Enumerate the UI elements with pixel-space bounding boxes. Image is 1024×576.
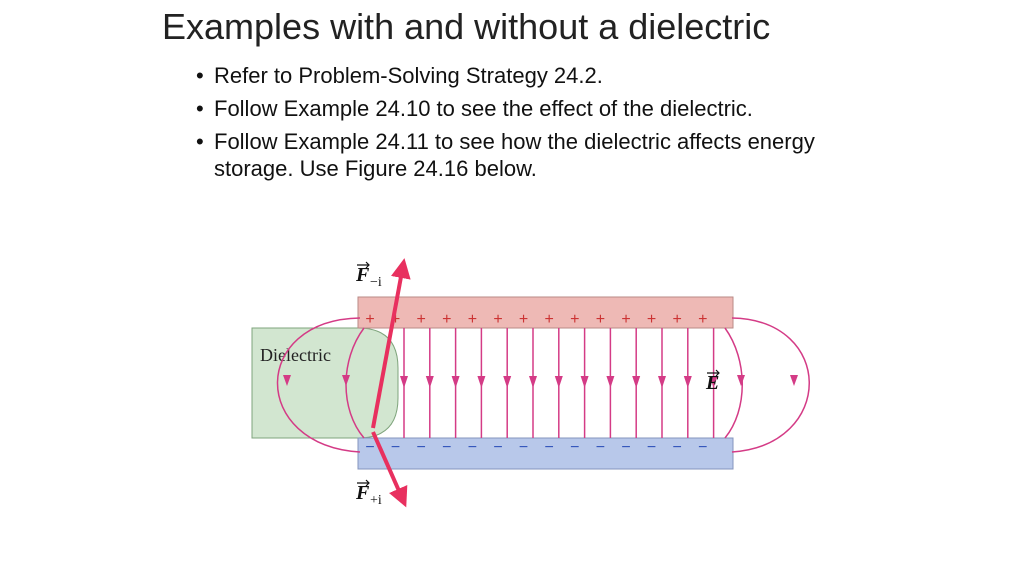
bullet-text: Follow Example 24.10 to see the effect o… bbox=[214, 96, 753, 121]
force-label-bottom: F +i bbox=[355, 479, 382, 508]
plus-charge: + bbox=[673, 311, 682, 328]
vector-arrow-icon bbox=[357, 261, 370, 269]
force-symbol-top: F bbox=[355, 264, 370, 286]
negative-charges: −−−−−−−−−−−−−− bbox=[365, 439, 707, 456]
minus-charge: − bbox=[468, 439, 477, 456]
field-symbol: E bbox=[705, 372, 719, 394]
plus-charge: + bbox=[698, 311, 707, 328]
fringe-field-right-inner bbox=[724, 327, 743, 439]
force-subscript-top: −i bbox=[370, 275, 382, 290]
minus-charge: − bbox=[596, 439, 605, 456]
force-arrow-bottom bbox=[371, 431, 408, 508]
field-arrow-head bbox=[400, 376, 408, 388]
field-arrow-head bbox=[658, 376, 666, 388]
minus-charge: − bbox=[698, 439, 707, 456]
vector-arrow-icon bbox=[707, 369, 720, 377]
fringe-field-right-outer bbox=[731, 317, 810, 453]
field-arrow-head bbox=[580, 376, 589, 388]
force-arrow-top bbox=[371, 258, 411, 429]
minus-charge: − bbox=[621, 439, 630, 456]
fringe-arrow-right-inner-head bbox=[737, 375, 745, 386]
plus-charge: + bbox=[519, 311, 528, 328]
field-arrow-head bbox=[477, 376, 486, 388]
force-symbol-bottom: F bbox=[355, 482, 370, 504]
field-label: E bbox=[705, 369, 720, 394]
minus-charge: − bbox=[647, 439, 656, 456]
plus-charge: + bbox=[570, 311, 579, 328]
fringe-arrow-left-outer-head bbox=[283, 375, 291, 386]
field-arrow-head bbox=[554, 376, 563, 388]
uniform-field-lines bbox=[400, 328, 718, 438]
plus-charge: + bbox=[647, 311, 656, 328]
dielectric-label: Dielectric bbox=[260, 345, 331, 365]
fringe-arrow-right-outer-head bbox=[790, 375, 798, 386]
plus-charge: + bbox=[493, 311, 502, 328]
field-arrow-head bbox=[425, 376, 434, 388]
plus-charge: + bbox=[468, 311, 477, 328]
force-subscript-bottom: +i bbox=[370, 493, 382, 508]
field-arrow-head bbox=[451, 376, 460, 388]
bullet-dot: • bbox=[196, 63, 204, 88]
plus-charge: + bbox=[365, 311, 374, 328]
fringe-arrow-left-inner-head bbox=[342, 375, 350, 386]
field-arrow-head bbox=[529, 376, 537, 388]
bullet-text: Follow Example 24.11 to see how the diel… bbox=[214, 129, 815, 181]
plus-charge: + bbox=[417, 311, 426, 328]
slide-title: Examples with and without a dielectric bbox=[162, 6, 771, 47]
plus-charge: + bbox=[545, 311, 554, 328]
plus-charge: + bbox=[596, 311, 605, 328]
field-arrow-head bbox=[683, 376, 692, 388]
minus-charge: − bbox=[391, 439, 400, 456]
field-arrow-head bbox=[632, 376, 641, 388]
minus-charge: − bbox=[519, 439, 528, 456]
bullet-list: • Refer to Problem-Solving Strategy 24.2.… bbox=[196, 62, 896, 188]
bullet-item: • Follow Example 24.10 to see the effect … bbox=[196, 95, 896, 122]
minus-charge: − bbox=[493, 439, 502, 456]
fringe-field-left-outer bbox=[276, 317, 361, 453]
vector-arrow-icon bbox=[357, 479, 370, 487]
field-arrow-head bbox=[709, 376, 718, 388]
minus-charge: − bbox=[365, 439, 374, 456]
field-arrow-head bbox=[503, 376, 512, 388]
minus-charge: − bbox=[570, 439, 579, 456]
bottom-plate bbox=[357, 437, 734, 470]
top-plate bbox=[357, 296, 734, 329]
bullet-text: Refer to Problem-Solving Strategy 24.2. bbox=[214, 63, 603, 88]
bullet-dot: • bbox=[196, 96, 204, 121]
minus-charge: − bbox=[545, 439, 554, 456]
bullet-item: • Refer to Problem-Solving Strategy 24.2. bbox=[196, 62, 896, 89]
field-arrow-head bbox=[606, 376, 615, 388]
minus-charge: − bbox=[417, 439, 426, 456]
dielectric-slab bbox=[251, 327, 399, 439]
minus-charge: − bbox=[442, 439, 451, 456]
positive-charges: + + + + + + + + + + + + + + bbox=[365, 311, 707, 328]
plus-charge: + bbox=[442, 311, 451, 328]
bullet-dot: • bbox=[196, 129, 204, 154]
force-label-top: F −i bbox=[355, 261, 382, 290]
minus-charge: − bbox=[673, 439, 682, 456]
plus-charge: + bbox=[621, 311, 630, 328]
bullet-item: • Follow Example 24.11 to see how the die… bbox=[196, 128, 896, 182]
plus-charge: + bbox=[391, 311, 400, 328]
